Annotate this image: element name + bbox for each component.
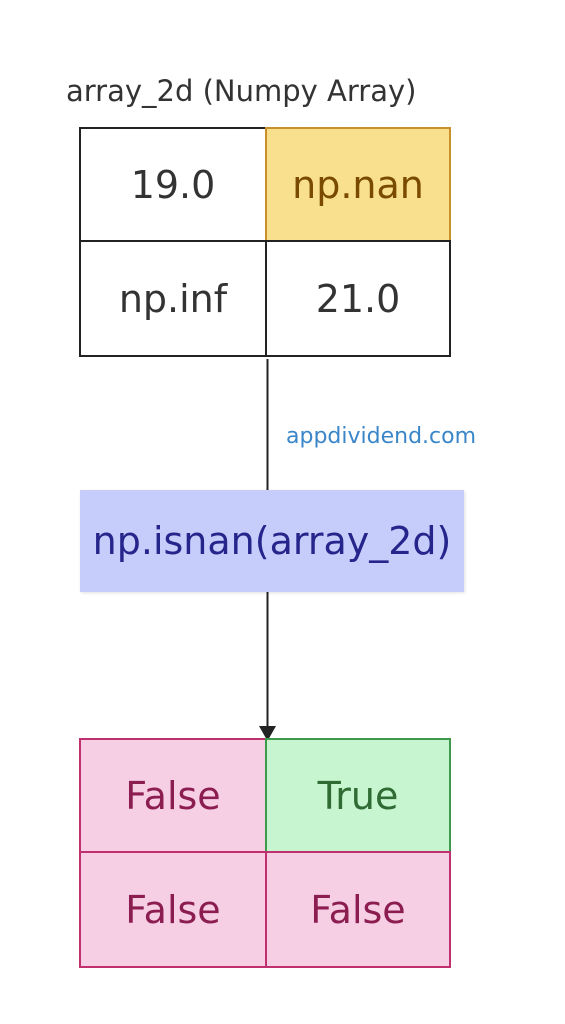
output-cell-0-0: False [79,738,265,851]
input-cell-0-1-nan: np.nan [265,127,451,240]
input-array-grid: 19.0 np.nan np.inf 21.0 [79,127,451,357]
input-cell-1-0: np.inf [79,240,265,357]
function-call-box: np.isnan(array_2d) [80,490,464,592]
output-cell-0-1-true: True [265,738,451,851]
output-array-grid: False True False False [79,738,451,968]
input-cell-0-0: 19.0 [79,127,265,240]
output-cell-1-1: False [265,851,451,968]
arrowhead-icon [259,726,276,741]
array-title: array_2d (Numpy Array) [66,74,417,108]
output-cell-1-0: False [79,851,265,968]
watermark-text: appdividend.com [286,424,477,449]
input-cell-1-1: 21.0 [265,240,451,357]
